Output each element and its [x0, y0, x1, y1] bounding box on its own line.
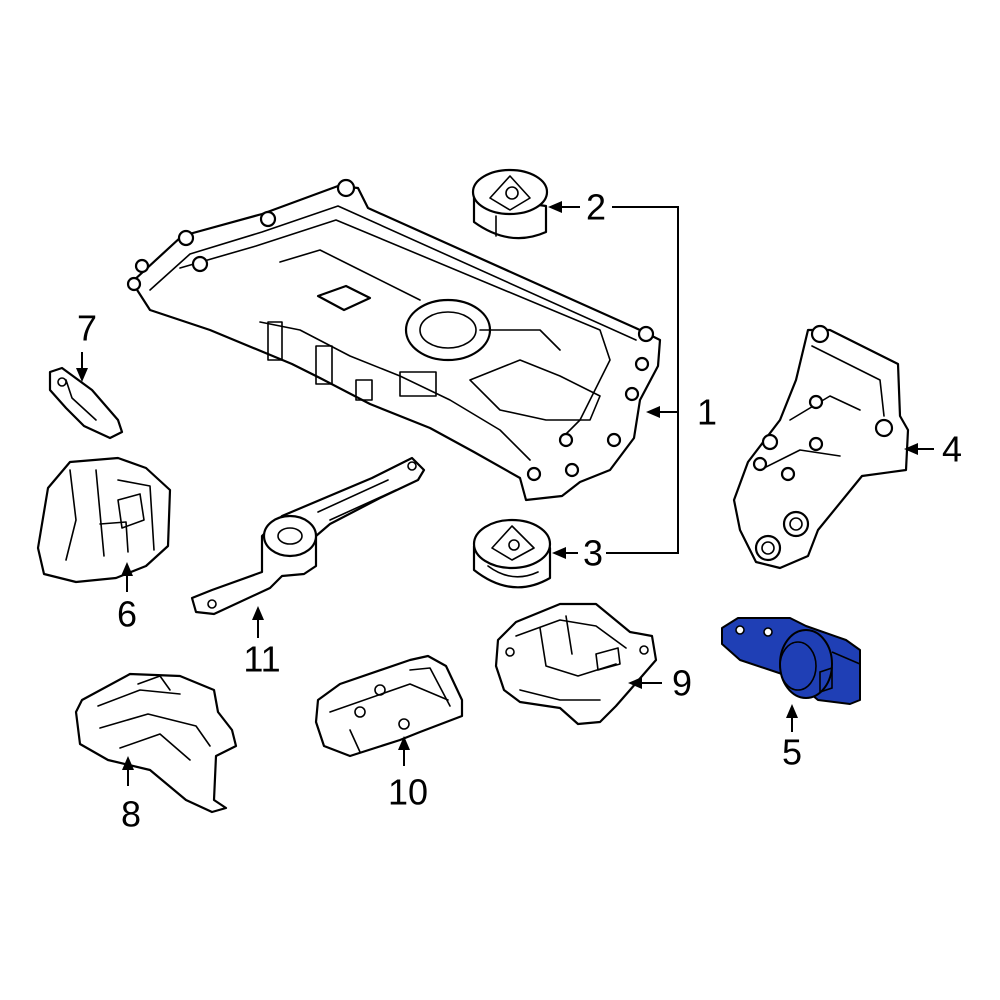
callout-9[interactable]: 9 [672, 663, 692, 704]
callout-8[interactable]: 8 [121, 794, 141, 835]
arrowhead-3 [552, 547, 566, 559]
part-2-upper-bushing[interactable] [471, 168, 549, 240]
callout-2[interactable]: 2 [586, 187, 606, 228]
callout-6[interactable]: 6 [117, 594, 137, 635]
arrowhead-11 [252, 606, 264, 620]
arrowhead-6 [121, 562, 133, 576]
arrowhead-2 [548, 201, 562, 213]
arrowhead-9 [628, 677, 642, 689]
part-3-lower-bushing[interactable] [472, 518, 552, 589]
part-6-engine-mount[interactable] [36, 456, 172, 584]
callout-7[interactable]: 7 [77, 308, 97, 349]
callout-4[interactable]: 4 [942, 429, 962, 470]
part-1-subframe[interactable] [126, 178, 662, 502]
callout-10[interactable]: 10 [388, 772, 428, 813]
part-7-small-bracket[interactable] [48, 366, 124, 440]
callout-1[interactable]: 1 [697, 392, 717, 433]
arrowhead-8 [122, 756, 134, 770]
part-11-torque-rod[interactable] [190, 456, 426, 616]
part-10-mount-bracket[interactable] [314, 654, 464, 758]
leader-1 [606, 206, 679, 554]
part-8-transmission-mount[interactable] [74, 672, 238, 814]
arrowhead-4 [904, 443, 918, 455]
part-5-bushing-bracket-highlighted[interactable] [721, 617, 861, 705]
callout-3[interactable]: 3 [583, 533, 603, 574]
part-4-mount-bracket[interactable] [732, 324, 910, 570]
arrowhead-5 [786, 704, 798, 718]
arrowhead-1 [646, 406, 660, 418]
part-9-transmission-mount[interactable] [494, 602, 658, 726]
callout-11[interactable]: 11 [243, 639, 280, 680]
arrowhead-7 [76, 368, 88, 382]
arrowhead-10 [398, 736, 410, 750]
callout-5[interactable]: 5 [782, 732, 802, 773]
